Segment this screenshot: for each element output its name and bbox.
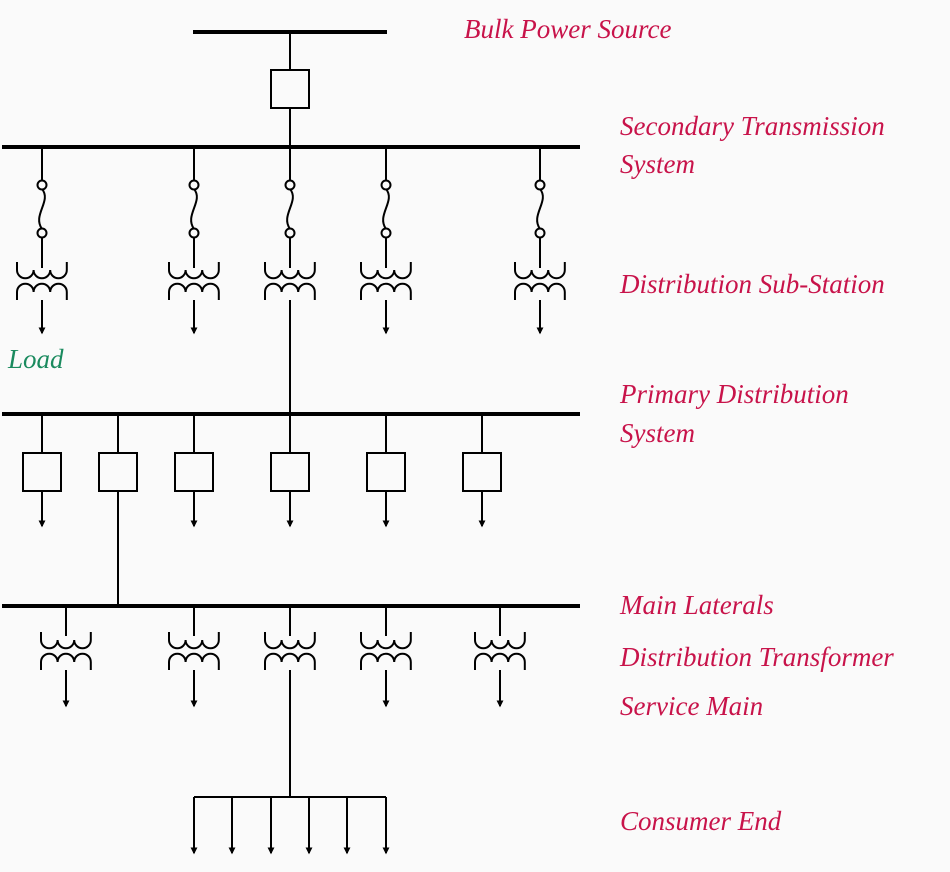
primary-feeder (174, 414, 214, 528)
substation-feeder (264, 147, 316, 414)
label-primary-distribution-line2: System (620, 418, 695, 448)
transformer-icon (168, 632, 220, 670)
transformer-icon (360, 632, 412, 670)
label-primary-distribution-line1: Primary Distribution (619, 379, 849, 409)
distribution-transformer (40, 606, 92, 708)
transformer-icon (264, 262, 316, 300)
distribution-transformer (264, 606, 316, 797)
transformer-icon (514, 262, 566, 300)
label-service-main: Service Main (620, 691, 763, 721)
substation-feeder (168, 147, 220, 335)
distribution-transformers (40, 606, 526, 797)
feeder-breaker-icon (366, 452, 406, 492)
distribution-transformer (360, 606, 412, 708)
transformer-icon (16, 262, 68, 300)
main-circuit-breaker (270, 69, 310, 147)
label-secondary-transmission-line2: System (620, 149, 695, 179)
primary-feeders (22, 414, 502, 606)
transformer-icon (264, 632, 316, 670)
feeder-breaker-icon (22, 452, 62, 492)
label-secondary-transmission-line1: Secondary Transmission (620, 111, 885, 141)
primary-feeder (462, 414, 502, 528)
primary-feeder (270, 414, 310, 528)
fuse-icon (36, 179, 48, 239)
feeder-breaker-icon (462, 452, 502, 492)
bulk-power-source-bus (193, 30, 387, 70)
label-distribution-transformer: Distribution Transformer (619, 642, 894, 672)
feeder-breaker-icon (98, 452, 138, 492)
primary-feeder (366, 414, 406, 528)
label-load: Load (7, 344, 64, 374)
fuse-icon (380, 179, 392, 239)
label-main-laterals: Main Laterals (619, 590, 774, 620)
distribution-transformer (474, 606, 526, 708)
label-consumer-end: Consumer End (620, 806, 782, 836)
transformer-icon (474, 632, 526, 670)
label-distribution-substation: Distribution Sub-Station (619, 269, 885, 299)
transformer-icon (40, 632, 92, 670)
fuse-icon (188, 179, 200, 239)
substation-feeder (16, 147, 68, 335)
substation-feeder (514, 147, 566, 335)
primary-feeder (22, 414, 62, 528)
transformer-icon (360, 262, 412, 300)
distribution-substations (16, 147, 566, 414)
consumer-end-service (190, 796, 390, 855)
primary-feeder (98, 414, 138, 606)
distribution-transformer (168, 606, 220, 708)
feeder-breaker-icon (270, 452, 310, 492)
fuse-icon (284, 179, 296, 239)
transformer-icon (168, 262, 220, 300)
substation-feeder (360, 147, 412, 335)
fuse-icon (534, 179, 546, 239)
feeder-breaker-icon (174, 452, 214, 492)
label-bulk-power-source: Bulk Power Source (464, 14, 671, 44)
